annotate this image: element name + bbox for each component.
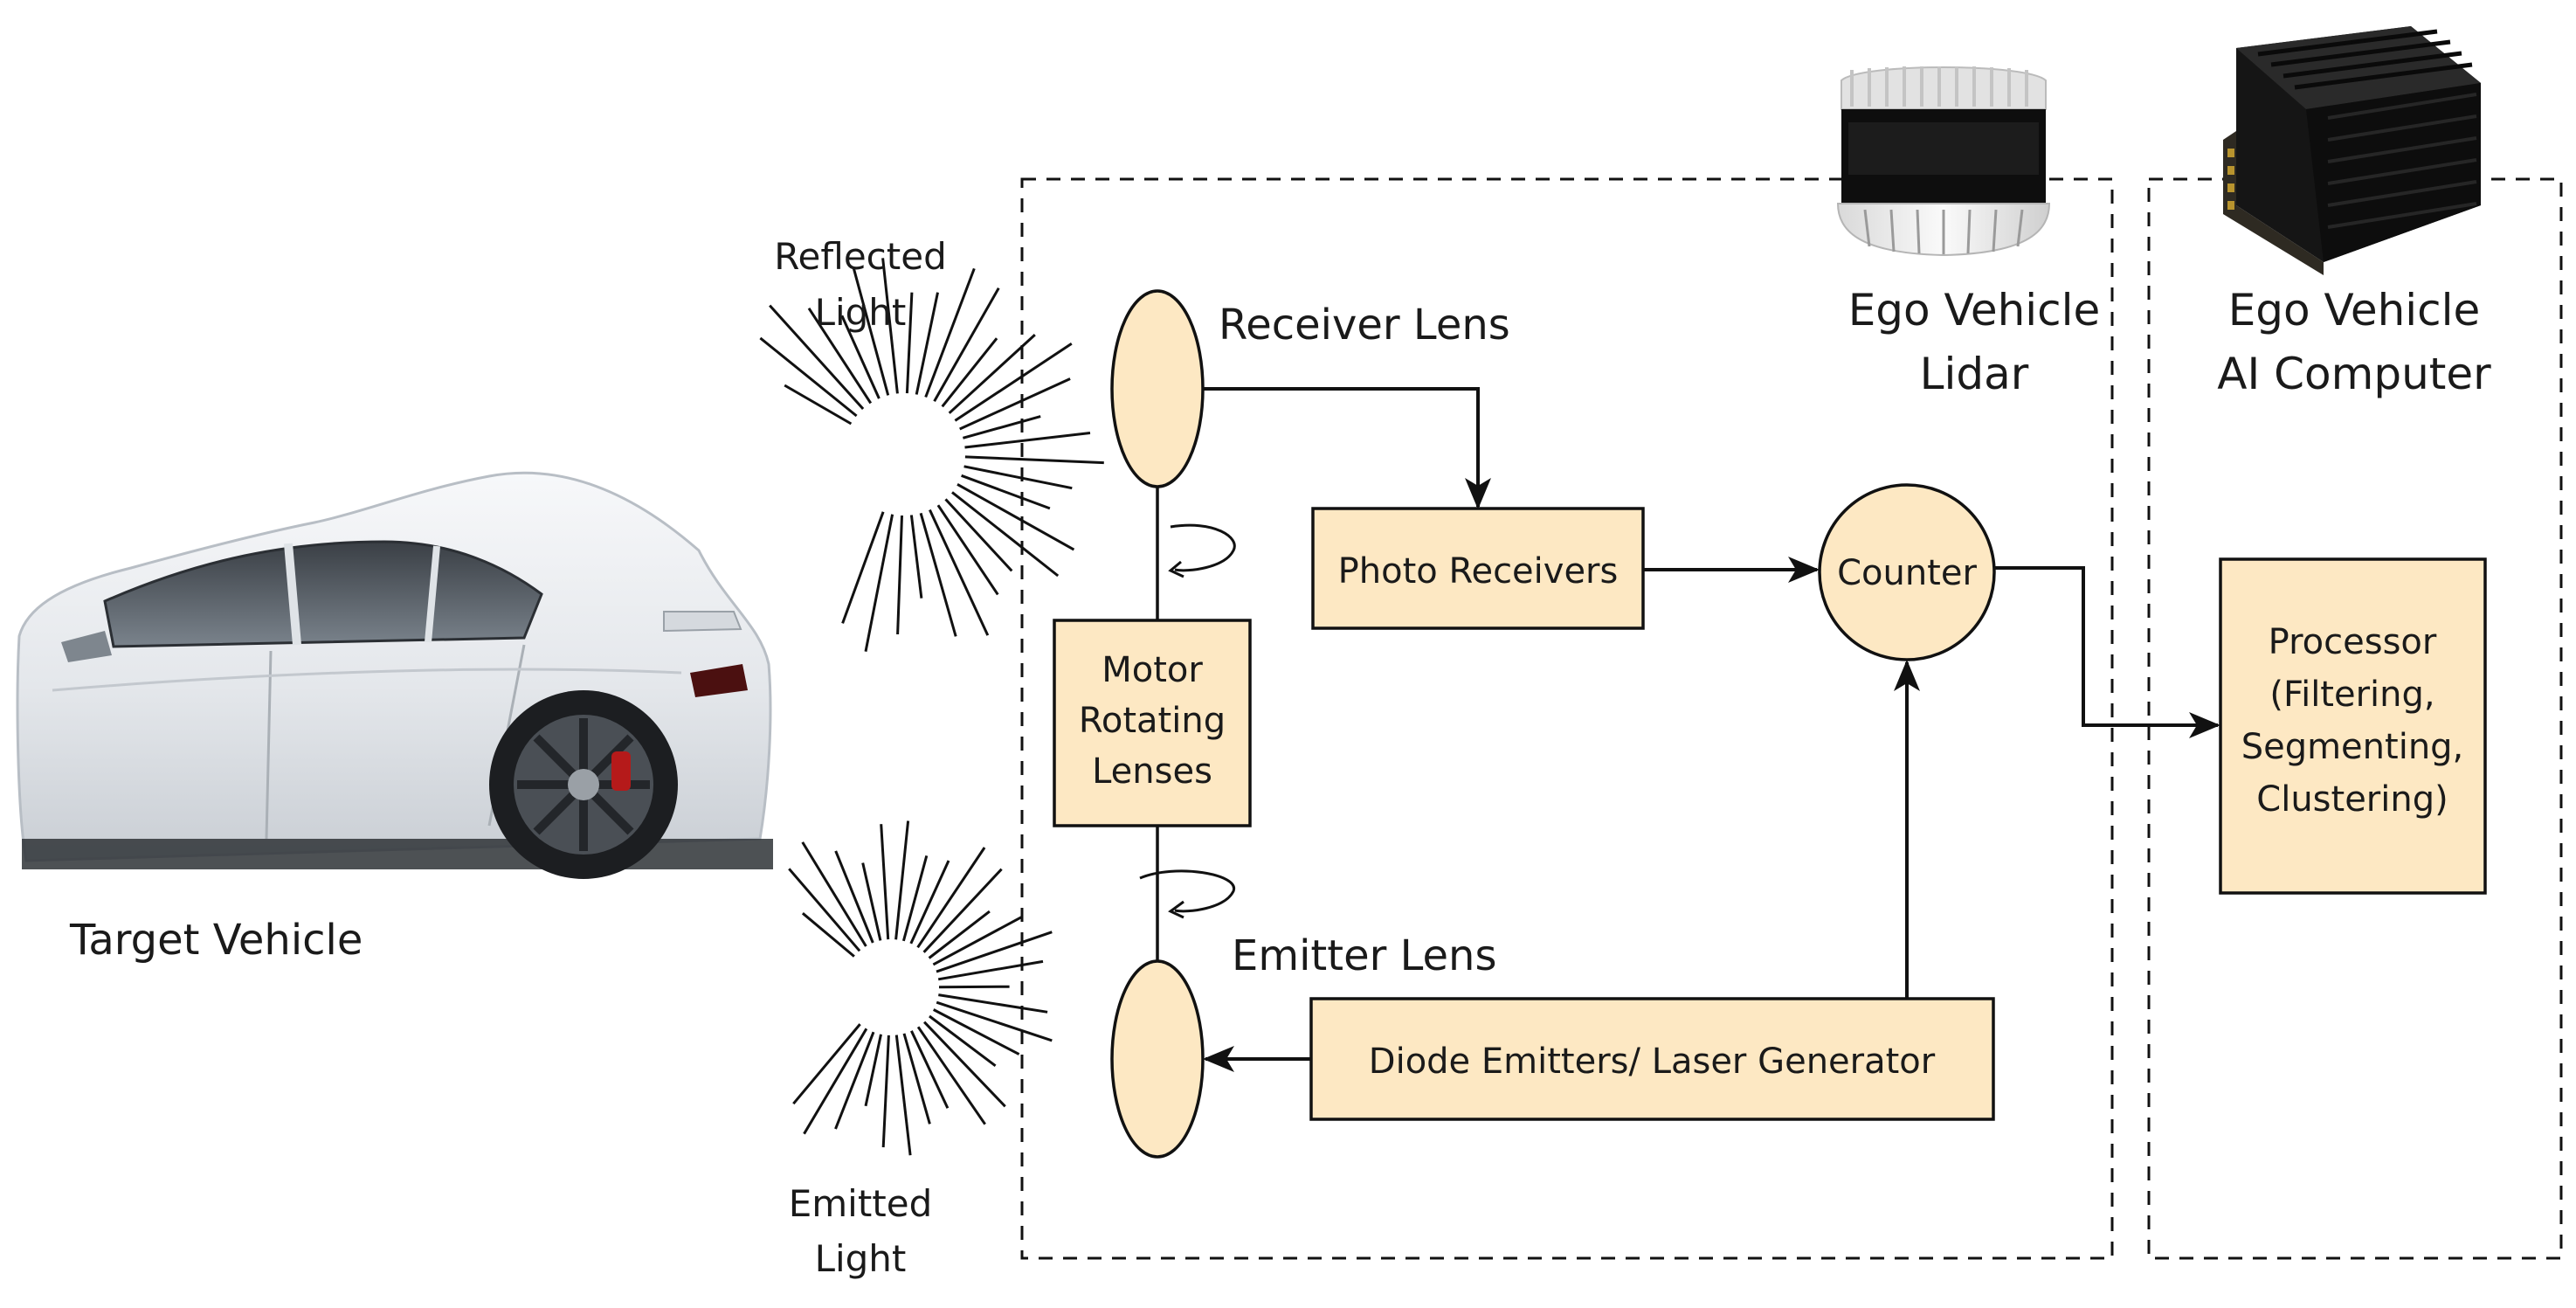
light-ray — [941, 337, 998, 408]
photo-receivers-block: Photo Receivers — [1311, 507, 1645, 630]
light-ray — [944, 498, 1013, 572]
light-ray — [901, 855, 929, 942]
light-ray — [880, 824, 890, 940]
light-ray — [881, 1035, 890, 1148]
counter-label: Counter — [1837, 553, 1977, 593]
diode-emitters-block: Diode Emitters/ Laser Generator — [1309, 997, 1995, 1121]
emitter-lens-label: Emitter Lens — [1232, 931, 1496, 980]
motor-label-3: Lenses — [1092, 751, 1212, 792]
light-ray — [896, 515, 903, 635]
light-ray — [840, 315, 881, 399]
light-ray — [923, 1021, 1006, 1108]
light-ray — [964, 455, 1104, 465]
light-ray — [784, 384, 853, 426]
light-ray — [834, 850, 874, 944]
light-ray — [929, 1014, 997, 1067]
light-ray — [788, 868, 861, 952]
light-ray — [948, 333, 1036, 414]
light-ray — [938, 993, 1048, 1014]
light-ray — [769, 304, 865, 411]
light-ray — [915, 292, 939, 395]
diode-emitters-label: Diode Emitters/ Laser Generator — [1369, 1042, 1936, 1082]
light-ray — [936, 931, 1053, 973]
light-ray — [929, 509, 990, 636]
light-ray — [932, 915, 1024, 966]
emitter-lens — [1110, 959, 1205, 1159]
light-ray — [937, 959, 1044, 981]
light-ray — [962, 415, 1041, 439]
light-ray — [759, 336, 858, 418]
light-ray — [807, 307, 873, 405]
light-ray — [864, 514, 894, 652]
light-ray — [792, 1023, 861, 1105]
processor-label-2: (Filtering, — [2269, 675, 2434, 715]
emitted-light-rays — [788, 820, 1053, 1156]
processor-label-4: Clustering) — [2256, 779, 2448, 820]
light-ray — [961, 474, 1051, 510]
light-ray — [909, 515, 923, 599]
light-ray — [936, 1000, 1053, 1042]
light-ray — [963, 465, 1073, 490]
light-ray — [905, 292, 914, 394]
light-ray — [902, 1033, 931, 1125]
lidar-title: Ego Vehicle — [1848, 285, 2101, 336]
processor-label-3: Segmenting, — [2241, 727, 2464, 767]
target-vehicle-label: Target Vehicle — [69, 916, 363, 965]
light-ray — [954, 343, 1073, 422]
arrow-receiver-to-photo — [1203, 387, 1491, 509]
emitted-light-label-2: Light — [815, 1237, 907, 1280]
light-ray — [938, 985, 1010, 989]
processor-block: Processor (Filtering, Segmenting, Cluste… — [2219, 557, 2487, 895]
light-ray — [841, 511, 885, 624]
light-ray — [928, 910, 991, 959]
light-ray — [951, 491, 1060, 578]
lidar-sensor-icon — [1836, 66, 2051, 257]
light-ray — [803, 1028, 868, 1135]
light-ray — [919, 512, 957, 637]
motor-label-2: Rotating — [1079, 701, 1226, 741]
motor-rotating-lenses-block: Motor Rotating Lenses — [1053, 619, 1252, 827]
light-ray — [933, 1008, 1020, 1055]
light-ray — [852, 267, 890, 396]
light-ray — [910, 1030, 950, 1109]
photo-receivers-label: Photo Receivers — [1338, 551, 1619, 592]
light-ray — [916, 1026, 986, 1125]
light-ray — [922, 868, 1003, 953]
light-ray — [924, 267, 976, 398]
light-ray — [894, 820, 910, 940]
light-ray — [916, 847, 986, 949]
lidar-title-2: Lidar — [1920, 349, 2029, 399]
receiver-lens — [1110, 289, 1205, 488]
light-ray — [861, 862, 882, 941]
reflected-light-rays — [759, 258, 1104, 652]
light-ray — [909, 860, 950, 945]
light-ray — [959, 377, 1071, 431]
light-ray — [801, 841, 867, 947]
receiver-lens-label: Receiver Lens — [1219, 301, 1510, 349]
rotation-arrow-icon — [1139, 869, 1235, 919]
light-ray — [801, 912, 855, 958]
rotation-arrow-icon — [1168, 523, 1236, 578]
counter-block: Counter — [1818, 483, 1996, 661]
motor-label: Motor — [1102, 650, 1203, 690]
light-ray — [834, 1031, 875, 1130]
light-ray — [881, 258, 899, 394]
reflected-light-label: Reflected — [774, 235, 947, 278]
light-ray — [864, 1034, 882, 1107]
light-ray — [957, 482, 1075, 551]
lidar-boundary — [1020, 177, 2114, 1260]
light-ray — [964, 432, 1091, 449]
ai-computer-icon — [2223, 26, 2481, 275]
light-ray — [894, 1035, 912, 1156]
arrow-counter-to-processor — [1994, 566, 2220, 738]
reflected-light-label-2: Light — [815, 291, 907, 334]
processor-label: Processor — [2269, 622, 2437, 662]
light-ray — [933, 287, 1000, 402]
car-icon — [16, 471, 773, 879]
computer-title: Ego Vehicle — [2228, 285, 2481, 336]
computer-title-2: AI Computer — [2217, 349, 2491, 399]
light-ray — [936, 504, 999, 596]
emitted-light-label: Emitted — [789, 1182, 933, 1225]
